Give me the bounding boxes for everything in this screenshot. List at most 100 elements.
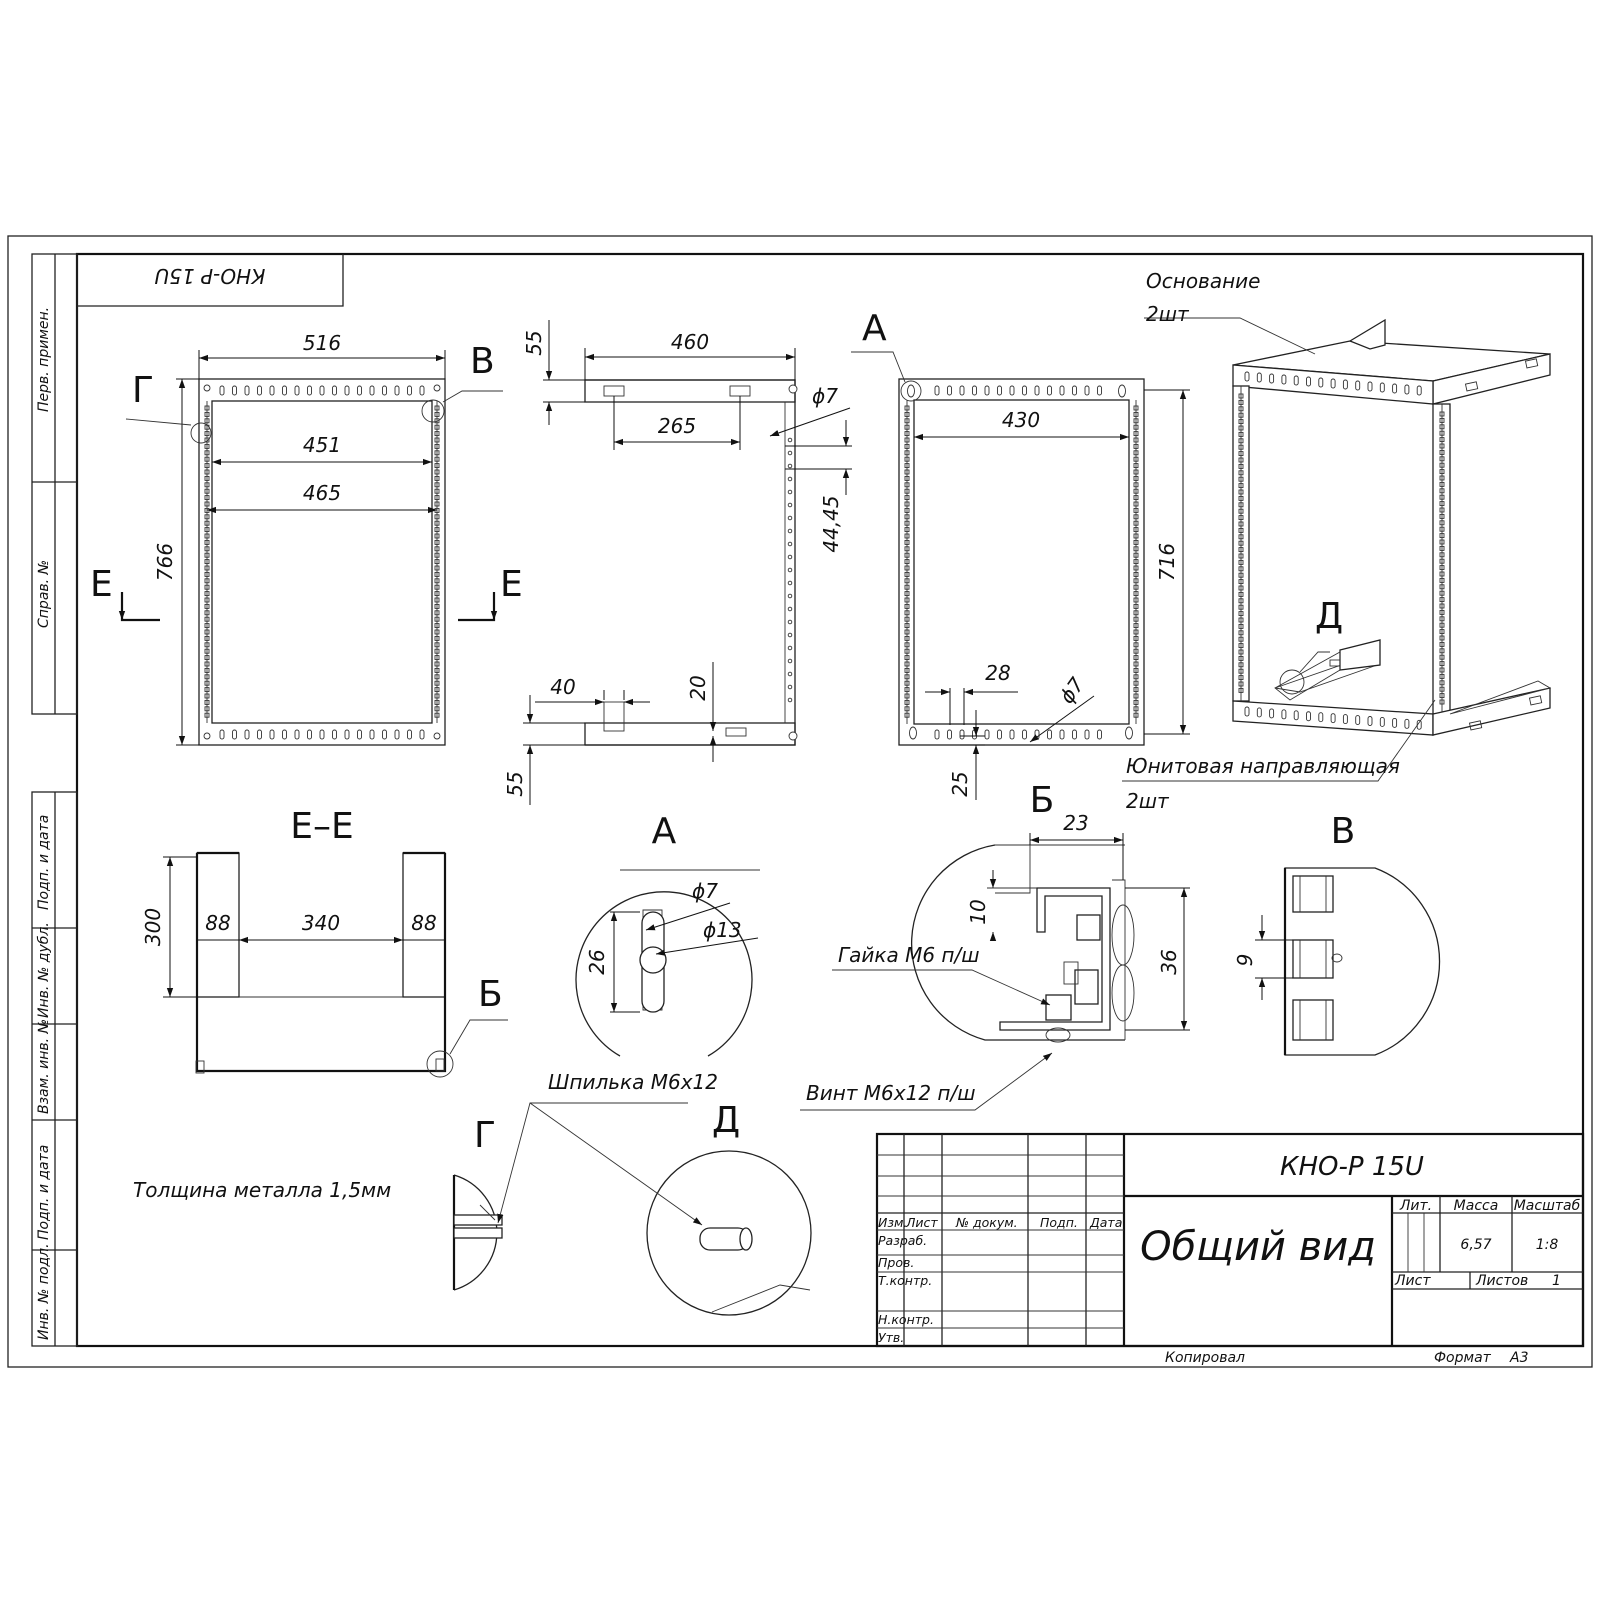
rail-hole (1133, 514, 1139, 520)
rail-hole (1133, 693, 1139, 699)
rail-hole (904, 546, 910, 552)
rail-hole (904, 706, 910, 712)
rail-hole (904, 495, 910, 501)
rail-hole (204, 712, 210, 718)
dim-516: 516 (303, 331, 341, 355)
iso-view: Д Основание 2шт Юнитовая направляющая 2ш… (1122, 269, 1552, 813)
rail-hole (1238, 675, 1244, 681)
slot (307, 729, 312, 740)
tb-format-label: Формат (1434, 1350, 1492, 1366)
slot (1269, 373, 1275, 384)
detail-a-title: А (652, 811, 677, 852)
top-stamp: КНО-Р 15U (77, 254, 344, 307)
slot (319, 385, 325, 396)
tb-sheets-value: 1 (1552, 1273, 1561, 1289)
rail-hole (1238, 579, 1244, 585)
rail-hole (787, 528, 793, 534)
rail-hole (904, 450, 910, 456)
rail-hole (904, 527, 910, 533)
rail-hole (1238, 412, 1244, 418)
rail-hole (1439, 661, 1445, 667)
rail-hole (1133, 559, 1139, 565)
rail-hole (1439, 590, 1445, 596)
slot (1330, 378, 1336, 389)
strip-sign-date-1: Подп. и дата (36, 815, 52, 910)
rail-hole (787, 658, 793, 664)
dim-phi13: ϕ13 (703, 918, 742, 942)
slot (419, 385, 425, 396)
rail-hole (1238, 591, 1244, 597)
rail-hole (204, 565, 210, 571)
label-d: Д (1315, 596, 1343, 637)
slot (1269, 708, 1275, 719)
label-e-right: Е (500, 564, 523, 605)
rail-hole (1133, 565, 1139, 571)
rail-hole (1238, 444, 1244, 450)
rail-hole (1238, 547, 1244, 553)
slot (419, 729, 425, 740)
rail-hole (204, 655, 210, 661)
rail-hole (1238, 649, 1244, 655)
rail-hole (1439, 686, 1445, 692)
rail-hole (1238, 495, 1244, 501)
rail-hole (904, 655, 910, 661)
rail-hole (1133, 648, 1139, 654)
slot (332, 729, 337, 740)
rail-hole (434, 693, 440, 699)
rail-hole (1439, 693, 1445, 699)
rail-hole (787, 671, 793, 677)
rail-hole (204, 405, 210, 411)
rail-hole (204, 520, 210, 526)
rail-hole (204, 450, 210, 456)
slot (257, 729, 262, 740)
rail-hole (787, 437, 793, 443)
rail-hole (204, 578, 210, 584)
tb-mass-label: Масса (1454, 1198, 1499, 1214)
detail-d: Д Шпилька М6х12 (529, 1070, 812, 1316)
slot (972, 385, 977, 396)
slot (1047, 385, 1052, 396)
slot (1306, 376, 1311, 387)
rail-hole (904, 565, 910, 571)
rail-hole (1238, 457, 1244, 463)
rail-hole (1238, 515, 1244, 521)
slot (1256, 707, 1262, 718)
rail-hole (434, 546, 440, 552)
slot (1342, 379, 1348, 390)
detail-v-title: В (1331, 811, 1356, 852)
rail-hole (904, 597, 910, 603)
rail-hole (1238, 655, 1244, 661)
rail-hole (1238, 668, 1244, 674)
rail-hole (904, 424, 910, 430)
rail-hole (434, 488, 440, 494)
dim-451: 451 (303, 433, 341, 457)
rail-hole (1133, 597, 1139, 603)
dim-88-right: 88 (411, 911, 436, 935)
rail-hole (904, 463, 910, 469)
rail-hole (1238, 566, 1244, 572)
slot (934, 385, 940, 396)
rail-hole (904, 411, 910, 417)
rail-hole (1133, 450, 1139, 456)
rail-hole (904, 629, 910, 635)
rail-hole (204, 411, 210, 417)
rail-hole (904, 514, 910, 520)
rail-hole (434, 539, 440, 545)
rail-hole (434, 635, 440, 641)
slot (382, 385, 387, 396)
side-strip: Перв. примен. Справ. № Подп. и дата Инв.… (31, 253, 78, 1347)
rail-hole (787, 593, 793, 599)
rail-hole (787, 619, 793, 625)
rail-hole (787, 450, 793, 456)
rail-hole (204, 597, 210, 603)
rail-hole (787, 697, 793, 703)
slot (934, 729, 940, 740)
rail-hole (204, 623, 210, 629)
rail-hole (1238, 419, 1244, 425)
rail-hole (1439, 552, 1445, 558)
detail-b-title: Б (1030, 780, 1055, 821)
rail-hole (904, 616, 910, 622)
slot (1379, 717, 1385, 727)
rail-hole (1439, 449, 1445, 455)
rail-hole (1238, 463, 1244, 469)
